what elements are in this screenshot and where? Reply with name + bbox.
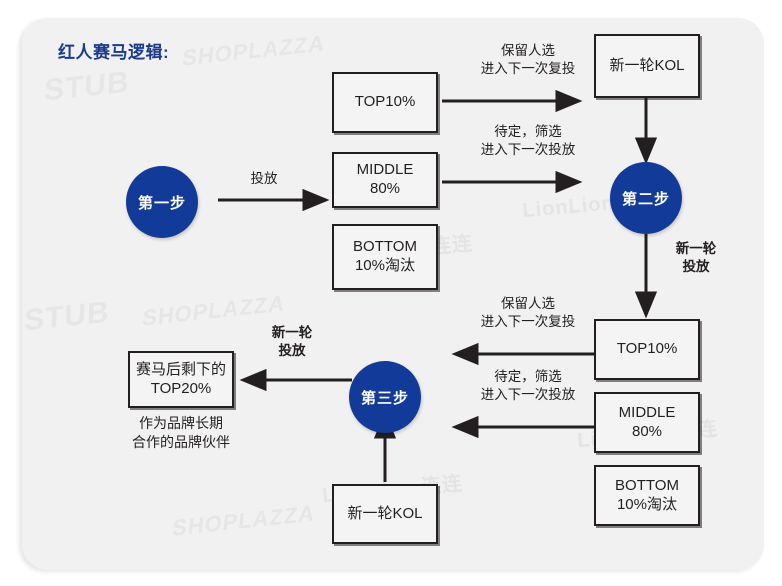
page-title: 红人赛马逻辑: [58, 43, 170, 62]
box-top-left: TOP10% [332, 72, 438, 133]
box-kol-bottom: 新一轮KOL [332, 484, 438, 544]
result-caption: 作为品牌长期 合作的品牌伙伴 [132, 415, 230, 450]
label-new-round-2: 新一轮 投放 [271, 325, 313, 358]
box-bottom-right: BOTTOM 10%淘汰 [594, 465, 700, 526]
label-new-round-1: 新一轮 投放 [675, 241, 717, 274]
watermark-stub: STUB [43, 65, 131, 108]
label-pending-mid-2: 待定，筛选 进入下一次投放 [480, 369, 576, 402]
label-keep-top-2: 保留人选 进入下一次复投 [480, 296, 576, 329]
label-pending-mid-1: 待定，筛选 进入下一次投放 [480, 124, 576, 157]
diagram-panel: SHOPLAZZA STUB SHOPLAZZA STUB SHOPLAZZA … [22, 18, 764, 570]
label-keep-top-1: 保留人选 进入下一次复投 [480, 43, 576, 76]
box-middle-left: MIDDLE 80% [332, 152, 438, 208]
box-top-right: TOP10% [594, 319, 700, 380]
step1-circle[interactable]: 第一步 [126, 166, 198, 238]
box-bottom-left: BOTTOM 10%淘汰 [332, 224, 438, 290]
watermark-shoplazza: SHOPLAZZA [181, 30, 327, 71]
box-kol-top: 新一轮KOL [594, 34, 700, 98]
step3-circle[interactable]: 第三步 [349, 361, 421, 433]
label-deliver: 投放 [250, 171, 278, 186]
watermark-stub: STUB [23, 295, 111, 338]
step2-circle[interactable]: 第二步 [610, 162, 682, 234]
box-result-top20: 赛马后剩下的 TOP20% [128, 351, 234, 408]
box-middle-right: MIDDLE 80% [594, 392, 700, 453]
watermark-shoplazza: SHOPLAZZA [171, 500, 317, 541]
